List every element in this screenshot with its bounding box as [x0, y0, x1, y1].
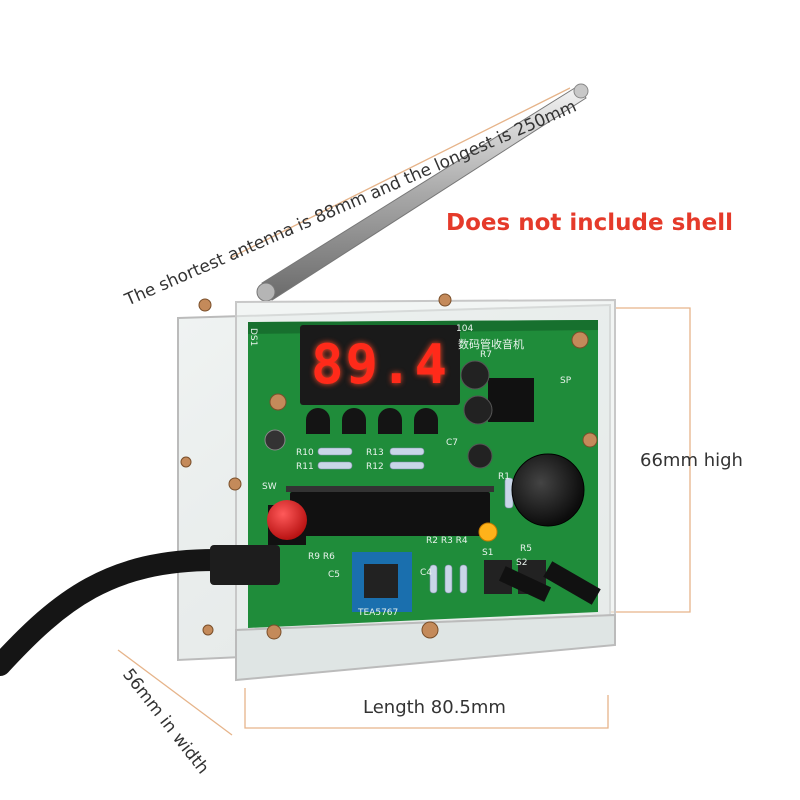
r13-label: R13	[366, 448, 384, 458]
led-readout: 89.4	[305, 328, 455, 400]
c5-label: C5	[328, 570, 341, 580]
c7-label: C7	[446, 438, 459, 448]
led-digits: 89.4	[310, 332, 450, 396]
amplifier-chip	[488, 378, 534, 422]
r2r3r4-label: R2 R3 R4	[426, 536, 468, 546]
antenna	[256, 83, 589, 302]
s2-label: S2	[516, 558, 528, 568]
power-button	[267, 500, 307, 545]
screws	[180, 293, 598, 640]
sp-label: SP	[560, 376, 572, 386]
dimension-lines	[117, 87, 691, 736]
shell-notice: Does not include shell	[446, 210, 734, 236]
s1-label: S1	[482, 548, 494, 558]
r10-label: R10	[296, 448, 314, 458]
volume-knob	[511, 453, 585, 527]
r11-label: R11	[296, 462, 314, 472]
sw-label: SW	[262, 482, 277, 492]
c4-label: C4	[420, 568, 433, 578]
r5-label: R5	[520, 544, 532, 554]
transistors	[306, 408, 438, 434]
ds1-label: DS1	[248, 328, 258, 347]
tune-buttons	[484, 560, 601, 605]
height-annotation: 66mm high	[640, 450, 743, 471]
board-title: 数码管收音机	[458, 338, 524, 351]
resistors	[317, 447, 514, 594]
r1-label: R1	[498, 472, 510, 482]
indicator-led	[478, 522, 498, 542]
c104-label: 104	[456, 324, 474, 334]
radio-module	[352, 552, 412, 612]
led-display	[300, 325, 460, 405]
r7-label: R7	[480, 350, 492, 360]
pcb-silkscreen: 数码管收音机 DS1 104 R7 SP R10 R11 R13 R12 C7 …	[248, 322, 598, 628]
r12-label: R12	[366, 462, 384, 472]
capacitors	[264, 360, 493, 469]
mcu-chip	[286, 486, 494, 536]
audio-cable	[0, 545, 280, 676]
chip-label: TEA5767	[358, 608, 399, 618]
length-annotation: Length 80.5mm	[360, 697, 509, 718]
r9r6-label: R9 R6	[308, 552, 335, 562]
